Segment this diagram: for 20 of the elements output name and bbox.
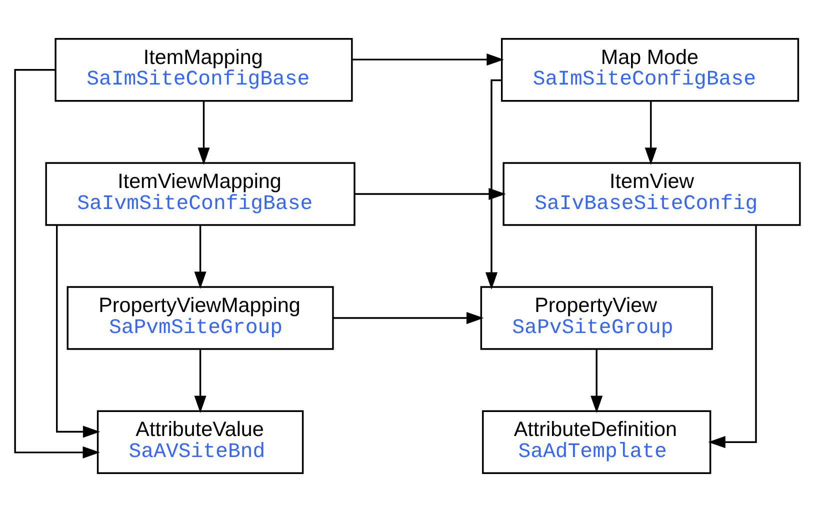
- arrow: [194, 349, 206, 413]
- arrow: [644, 101, 657, 165]
- arrow: [352, 54, 504, 66]
- arrow: [590, 349, 603, 413]
- node-box: ItemViewMapping SaIvmSiteConfigBase: [45, 162, 356, 226]
- node-box: PropertyView SaPvSiteGroup: [480, 286, 713, 350]
- arrow: [708, 225, 757, 448]
- node-box: ItemView SaIvBaseSiteConfig: [502, 162, 801, 226]
- arrow: [14, 69, 100, 458]
- arrow: [194, 225, 206, 289]
- arrow: [355, 188, 506, 200]
- node-box: PropertyViewMapping SaPvmSiteGroup: [66, 286, 334, 350]
- arrow: [56, 225, 100, 438]
- arrow: [485, 79, 502, 290]
- arrow: [333, 312, 484, 324]
- node-box: Map Mode SaImSiteConfigBase: [500, 38, 800, 102]
- node-box: AttributeDefinition SaAdTemplate: [482, 410, 712, 474]
- arrow: [198, 101, 210, 165]
- node-box: AttributeValue SaAVSiteBnd: [96, 410, 304, 474]
- node-box: ItemMapping SaImSiteConfigBase: [54, 38, 353, 102]
